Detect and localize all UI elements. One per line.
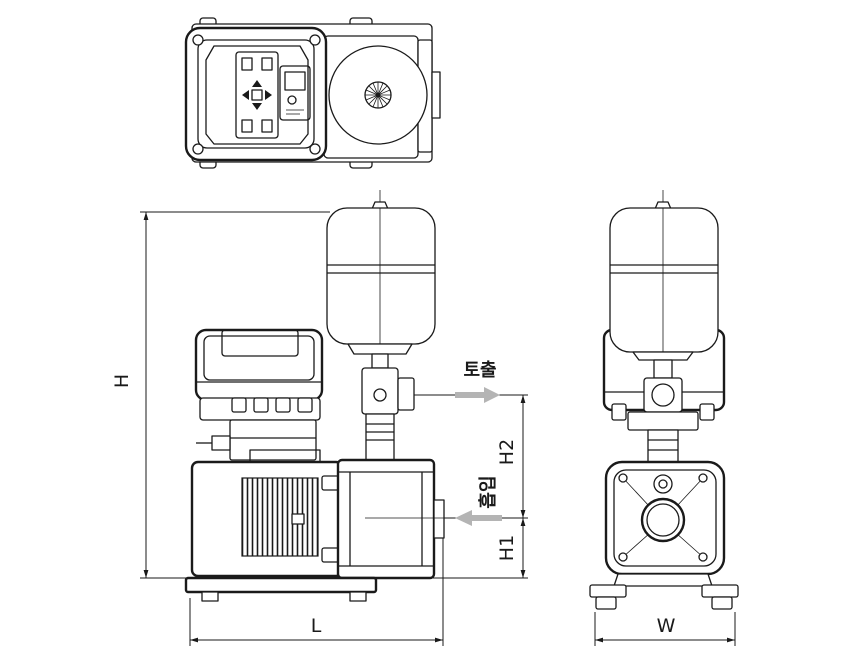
side-pressure-tank xyxy=(326,201,436,355)
side-junction-box xyxy=(229,419,317,461)
suction-port xyxy=(640,497,686,543)
keypad-center-key-icon xyxy=(251,89,263,101)
label-discharge: 토출 xyxy=(463,360,496,381)
screw-icon xyxy=(192,34,204,46)
base-foot xyxy=(595,596,617,610)
top-suction-stub xyxy=(431,71,441,119)
label-height-suction: H1 xyxy=(496,535,518,561)
side-discharge-fitting xyxy=(361,353,415,461)
label-width: W xyxy=(657,615,676,637)
motor-label-plate xyxy=(291,513,305,525)
tank-flange xyxy=(632,351,694,361)
bolt-icon xyxy=(618,473,628,483)
front-base xyxy=(589,573,739,610)
keypad-key-icon xyxy=(261,119,273,133)
cable-gland-icon xyxy=(253,397,269,413)
base-foot xyxy=(711,596,733,610)
front-pressure-tank xyxy=(609,201,719,361)
discharge-port-icon xyxy=(373,388,387,402)
top-display xyxy=(279,65,311,121)
keypad-key-icon xyxy=(241,57,253,71)
side-display-cover xyxy=(221,329,299,357)
screw-icon xyxy=(309,143,321,155)
arrow-left-icon xyxy=(242,90,249,100)
tank-flange xyxy=(347,343,413,355)
arrow-down-icon xyxy=(252,103,262,110)
cable-gland-icon xyxy=(231,397,247,413)
side-view xyxy=(184,190,445,602)
front-pump-body xyxy=(604,460,726,576)
side-motor xyxy=(190,449,344,578)
top-keypad xyxy=(235,51,279,139)
top-control-box xyxy=(184,26,328,162)
bolt-icon xyxy=(618,552,628,562)
logo-icon xyxy=(287,95,297,105)
cable-gland-icon xyxy=(275,397,291,413)
screw-icon xyxy=(192,143,204,155)
motor-cooling-fins xyxy=(241,477,319,557)
top-view xyxy=(184,17,441,169)
front-view xyxy=(589,190,739,610)
top-control-box-inner xyxy=(197,39,315,149)
power-cable-entry xyxy=(211,435,231,451)
discharge-arrow-icon xyxy=(455,387,500,403)
discharge-outlet xyxy=(397,377,415,411)
base-foot xyxy=(349,591,367,602)
top-control-cover xyxy=(205,45,309,145)
label-height-total: H xyxy=(111,374,133,388)
label-height-discharge: H2 xyxy=(496,439,518,465)
screw-icon xyxy=(309,34,321,46)
side-base xyxy=(184,576,378,602)
cable-gland-icon xyxy=(297,397,313,413)
suction-arrow-icon xyxy=(455,510,502,526)
arrow-up-icon xyxy=(252,80,262,87)
top-tank-valve-icon xyxy=(364,81,392,109)
side-control-box xyxy=(194,328,324,461)
keypad-key-icon xyxy=(261,57,273,71)
discharge-port-icon xyxy=(651,383,675,407)
label-suction: 흡입 xyxy=(477,475,499,508)
priming-plug-icon xyxy=(653,474,673,494)
suction-inlet xyxy=(433,499,445,539)
bolt-icon xyxy=(698,552,708,562)
front-discharge-fitting xyxy=(627,359,699,463)
side-pump-body xyxy=(321,458,445,580)
bolt-icon xyxy=(698,473,708,483)
label-length: L xyxy=(311,615,322,637)
keypad-key-icon xyxy=(241,119,253,133)
arrow-right-icon xyxy=(265,90,272,100)
cable-gland-icon xyxy=(611,403,627,421)
base-foot xyxy=(201,591,219,602)
cable-gland-icon xyxy=(699,403,715,421)
